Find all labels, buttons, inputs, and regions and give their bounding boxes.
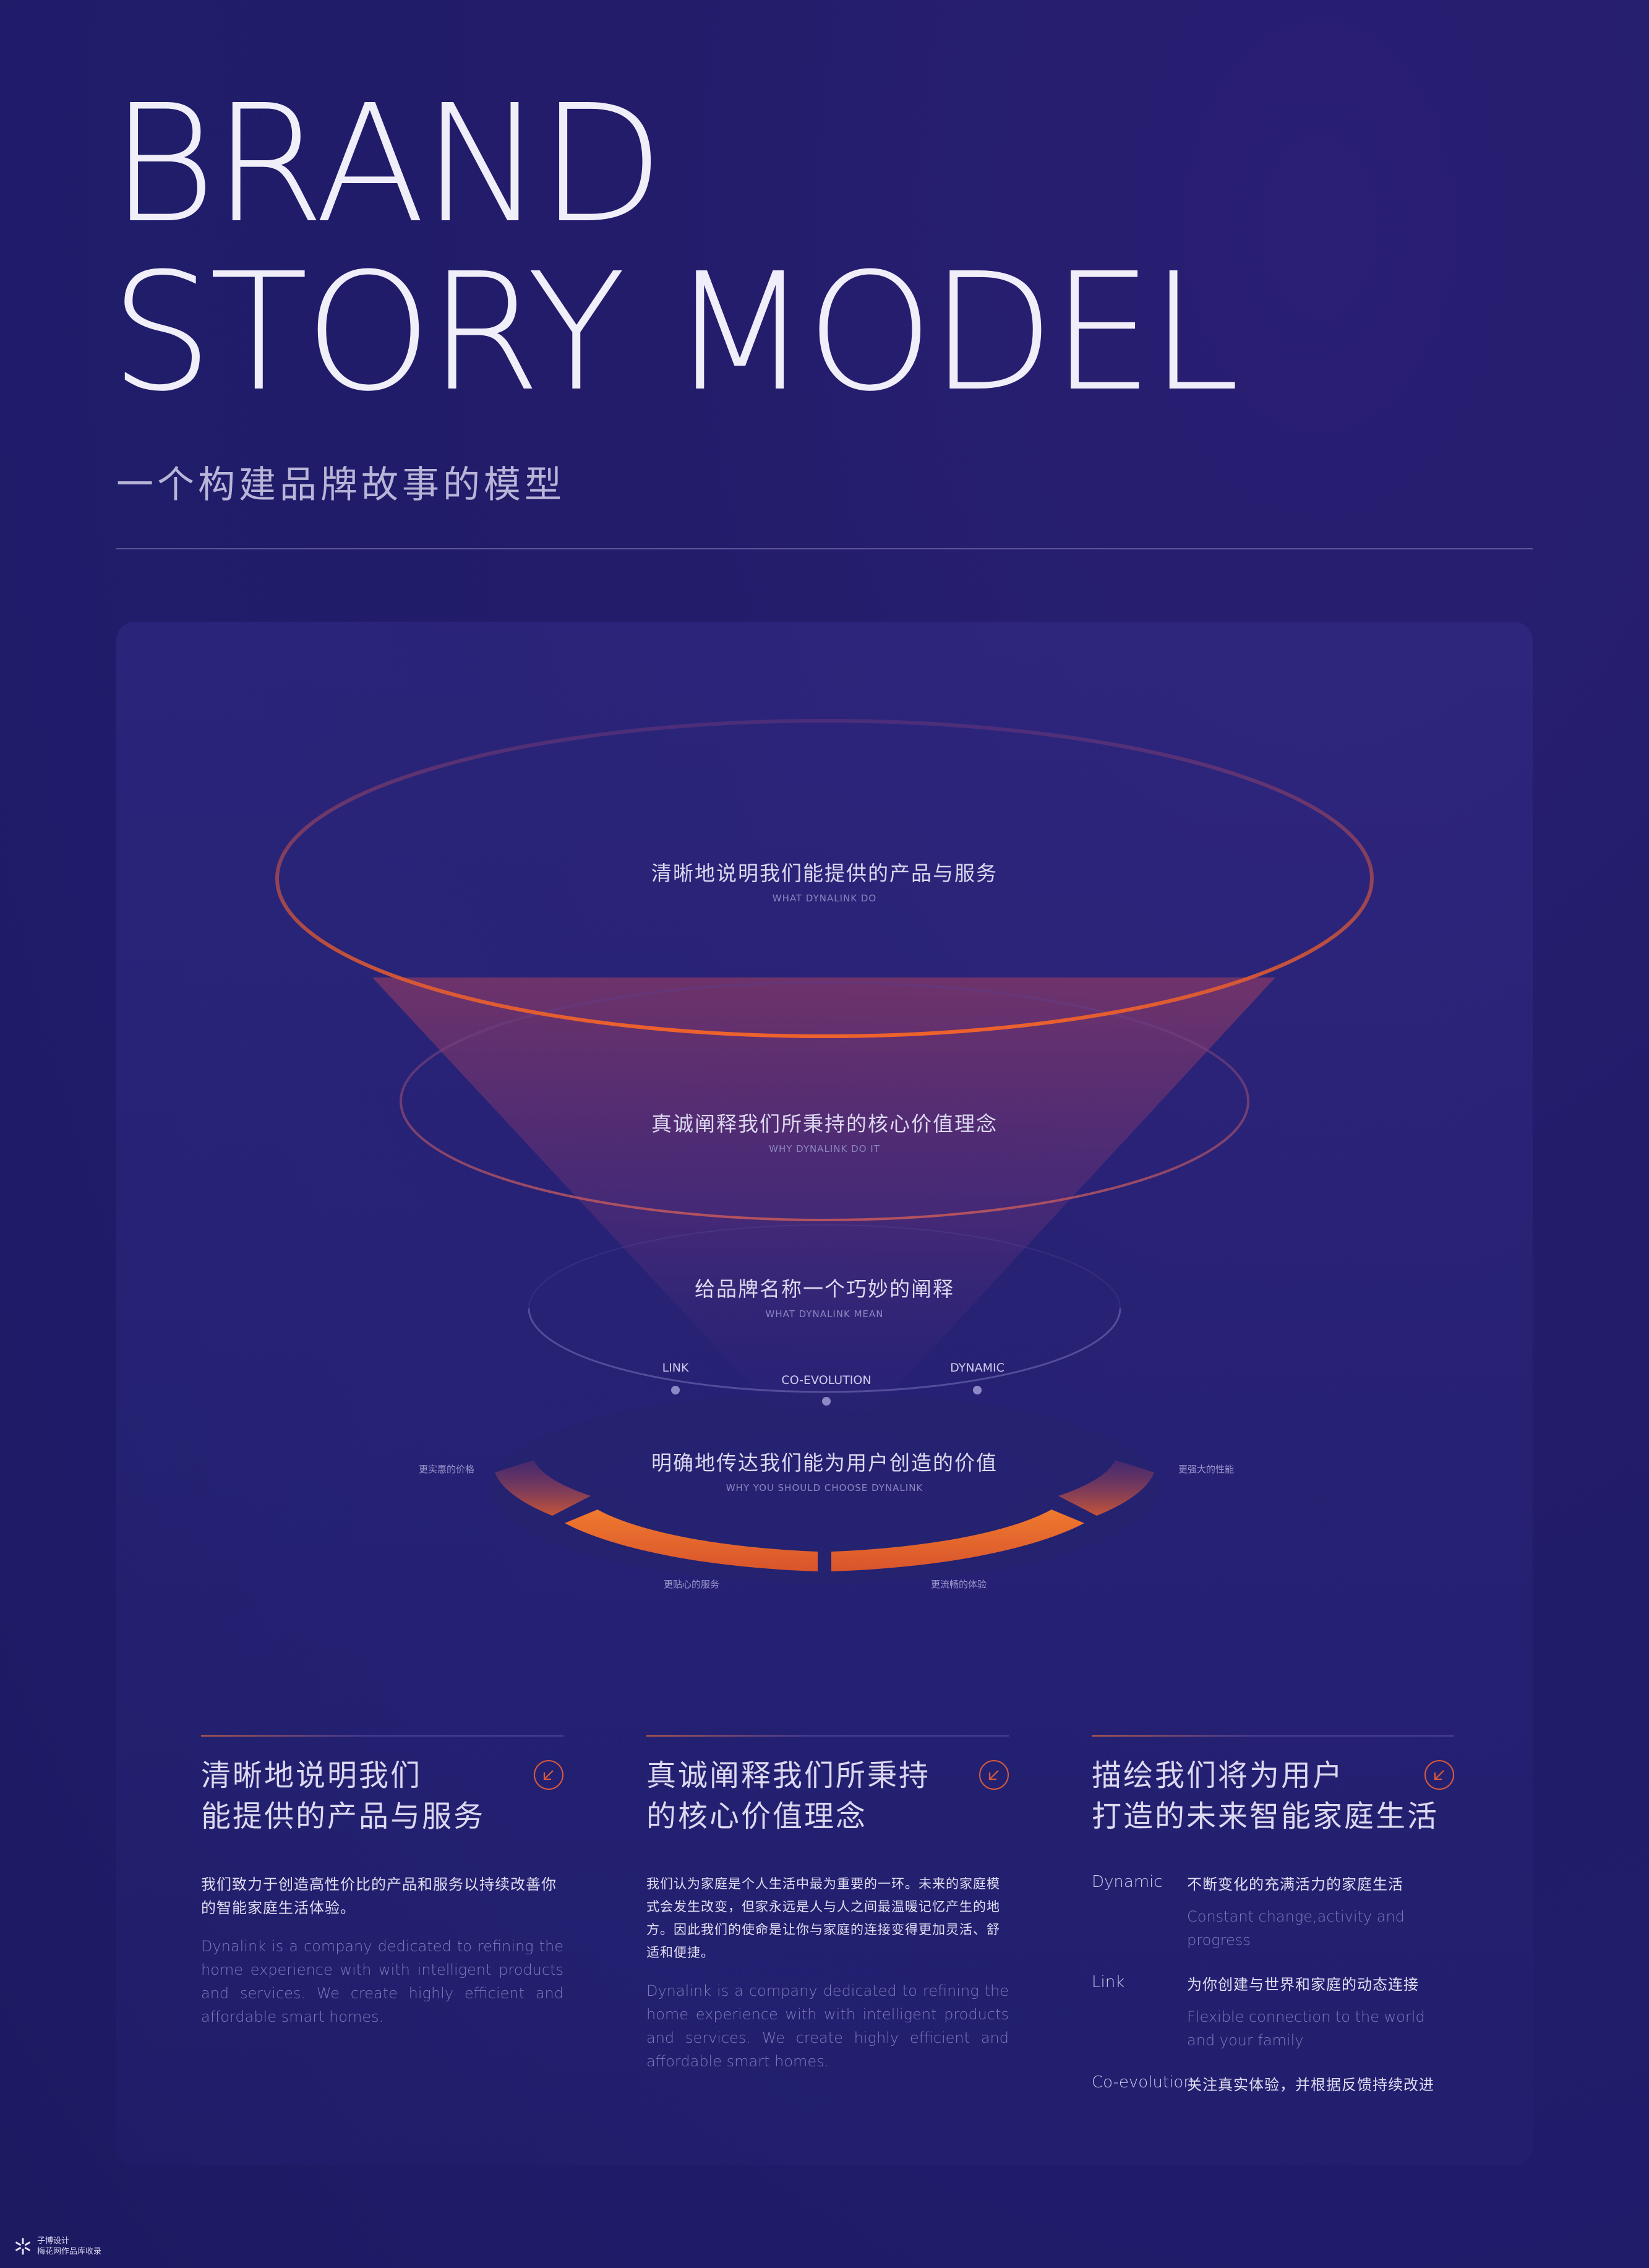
definition-term: Co-evolution — [1092, 2073, 1194, 2092]
column-divider — [646, 1735, 1009, 1737]
column-title: 真诚阐释我们所秉持 的核心价值理念 — [646, 1755, 1009, 1837]
header-divider — [116, 548, 1533, 549]
column-products: 清晰地说明我们 能提供的产品与服务 我们致力于创造高性价比的产品和服务以持续改善… — [201, 1735, 563, 2029]
ring-segment-right — [1058, 1460, 1154, 1516]
what-ring — [275, 719, 1374, 1038]
layer-mean: 给品牌名称一个巧妙的阐释 WHAT DYNALINK MEAN — [695, 1273, 954, 1320]
column-title: 描绘我们将为用户 打造的未来智能家庭生活 — [1092, 1755, 1454, 1837]
title-line-1: BRAND — [110, 70, 664, 259]
layer-choose-sub: WHY YOU SHOULD CHOOSE DYNALINK — [726, 1482, 923, 1493]
ring-segment-left — [495, 1460, 591, 1516]
node-label-co-evolution: CO-EVOLUTION — [781, 1373, 872, 1387]
node-label-link: LINK — [662, 1361, 689, 1375]
meaning-ring-back — [528, 1224, 1121, 1309]
ring-label-bottom-left: 更贴心的服务 — [663, 1579, 720, 1590]
footer-watermark: 子博设计 梅花网作品库收录 — [14, 2236, 101, 2257]
footer-line-2: 梅花网作品库收录 — [37, 2247, 102, 2256]
column-title-line-2: 能提供的产品与服务 — [201, 1799, 486, 1834]
layer-what-title: 清晰地说明我们能提供的产品与服务 — [651, 861, 998, 885]
definition-term: Dynamic — [1092, 1873, 1163, 1891]
layer-why-title: 真诚阐释我们所秉持的核心价值理念 — [651, 1112, 998, 1136]
snowflake-logo-icon — [15, 2238, 30, 2255]
column-title-line-1: 描绘我们将为用户 — [1092, 1758, 1345, 1793]
definition-en: Constant change,activity and progress — [1187, 1908, 1405, 1949]
column-body: 我们致力于创造高性价比的产品和服务以持续改善你的智能家庭生活体验。 Dynali… — [201, 1873, 563, 2029]
ring-segment-bottom-left — [565, 1510, 818, 1571]
column-body: Dynamic 不断变化的充满活力的家庭生活 Constant change,a… — [1092, 1873, 1454, 2097]
definition-zh: 为你创建与世界和家庭的动态连接 — [1187, 1976, 1419, 1993]
page-subtitle: 一个构建品牌故事的模型 — [116, 463, 565, 507]
why-ring — [400, 981, 1249, 1221]
column-header: 真诚阐释我们所秉持 的核心价值理念 — [646, 1755, 1009, 1842]
definition-term: Link — [1092, 1973, 1125, 1991]
column-title-line-2: 的核心价值理念 — [646, 1799, 868, 1834]
definition-dynamic: Dynamic 不断变化的充满活力的家庭生活 Constant change,a… — [1092, 1873, 1454, 1952]
footer-line-1: 子博设计 — [37, 2236, 70, 2246]
definition-zh: 关注真实体验，并根据反馈持续改进 — [1187, 2076, 1434, 2094]
ring-label-right: 更强大的性能 — [1178, 1464, 1235, 1475]
node-dynamic — [973, 1386, 982, 1394]
arrow-down-left-icon[interactable] — [534, 1760, 563, 1790]
column-divider — [1092, 1735, 1454, 1737]
column-title: 清晰地说明我们 能提供的产品与服务 — [201, 1755, 563, 1837]
layer-choose-title: 明确地传达我们能为用户创造的价值 — [651, 1451, 998, 1475]
column-divider — [201, 1735, 563, 1737]
page-title: BRAND STORY MODEL — [110, 70, 1240, 427]
column-header: 描绘我们将为用户 打造的未来智能家庭生活 — [1092, 1755, 1454, 1842]
ring-label-left: 更实惠的价格 — [418, 1464, 475, 1475]
funnel-cone — [372, 977, 1275, 1417]
meaning-ring — [528, 1308, 1121, 1393]
ring-segment-bottom-right — [831, 1510, 1084, 1571]
layer-why: 真诚阐释我们所秉持的核心价值理念 WHY DYNALINK DO IT — [651, 1107, 998, 1154]
layer-choose: 明确地传达我们能为用户创造的价值 WHY YOU SHOULD CHOOSE D… — [651, 1446, 998, 1493]
column-zh-text: 我们认为家庭是个人生活中最为重要的一环。未来的家庭模式会发生改变，但家永远是人与… — [646, 1876, 1000, 1960]
definition-zh: 不断变化的充满活力的家庭生活 — [1187, 1876, 1403, 1893]
title-line-2: STORY MODEL — [110, 238, 1240, 427]
column-header: 清晰地说明我们 能提供的产品与服务 — [201, 1755, 563, 1842]
column-future: 描绘我们将为用户 打造的未来智能家庭生活 Dynamic 不断变化的充满活力的家… — [1092, 1735, 1454, 2118]
arrow-down-left-icon[interactable] — [979, 1760, 1009, 1790]
column-body: 我们认为家庭是个人生活中最为重要的一环。未来的家庭模式会发生改变，但家永远是人与… — [646, 1873, 1009, 2073]
column-title-line-2: 打造的未来智能家庭生活 — [1092, 1799, 1439, 1834]
node-link — [671, 1386, 680, 1394]
column-en-text: Dynalink is a company dedicated to refin… — [646, 1982, 1009, 2070]
definition-en: Flexible connection to the world and you… — [1187, 2008, 1425, 2049]
node-label-dynamic: DYNAMIC — [950, 1361, 1004, 1375]
layer-mean-title: 给品牌名称一个巧妙的阐释 — [695, 1277, 954, 1301]
layer-what-sub: WHAT DYNALINK DO — [772, 893, 877, 904]
arrow-down-left-icon[interactable] — [1424, 1760, 1454, 1790]
column-values: 真诚阐释我们所秉持 的核心价值理念 我们认为家庭是个人生活中最为重要的一环。未来… — [646, 1735, 1009, 2073]
definition-co-evolution: Co-evolution 关注真实体验，并根据反馈持续改进 — [1092, 2073, 1454, 2097]
ring-label-bottom-right: 更流畅的体验 — [930, 1579, 987, 1590]
layer-why-sub: WHY DYNALINK DO IT — [769, 1143, 880, 1154]
column-title-line-1: 真诚阐释我们所秉持 — [646, 1758, 931, 1793]
layer-what: 清晰地说明我们能提供的产品与服务 WHAT DYNALINK DO — [651, 857, 998, 904]
column-zh-text: 我们致力于创造高性价比的产品和服务以持续改善你的智能家庭生活体验。 — [201, 1876, 557, 1917]
node-co-evolution — [822, 1397, 831, 1406]
definition-link: Link 为你创建与世界和家庭的动态连接 Flexible connection… — [1092, 1973, 1454, 2052]
column-title-line-1: 清晰地说明我们 — [201, 1758, 422, 1793]
column-en-text: Dynalink is a company dedicated to refin… — [201, 1938, 563, 2025]
layer-mean-sub: WHAT DYNALINK MEAN — [765, 1308, 884, 1320]
